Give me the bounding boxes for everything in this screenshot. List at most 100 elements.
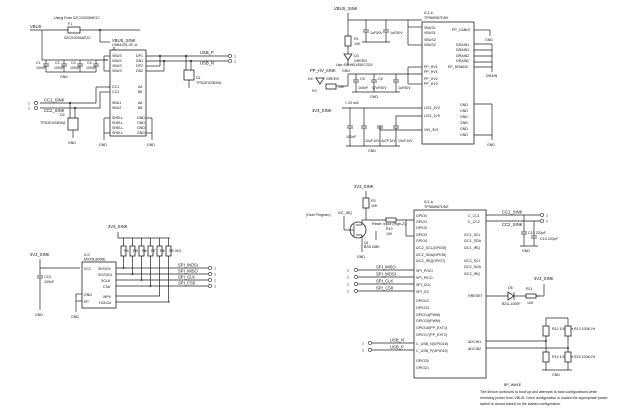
svg-text:GPIO16(PP_EXT1): GPIO16(PP_EXT1) — [416, 326, 447, 330]
svg-text:BSS138K: BSS138K — [364, 245, 380, 249]
svg-text:F1: F1 — [68, 22, 72, 26]
tvs-diode-d2 — [67, 117, 79, 131]
resistor-r10 — [385, 217, 397, 223]
ic1-b-right-pins: PP_CABLE DRAIN1 DRAIN1 DRAIN2 DRAIN2 EP_… — [448, 28, 471, 137]
svg-text:C3: C3 — [71, 61, 76, 65]
svg-text:100nF: 100nF — [358, 86, 369, 90]
fuse-note: Using Fuse 0ZCG0035AF2C — [54, 16, 100, 20]
svg-text:GPIO12: GPIO12 — [416, 299, 429, 303]
svg-text:HRESET: HRESET — [468, 294, 483, 298]
svg-text:ADCIN1: ADCIN1 — [468, 340, 481, 344]
svg-text:VBUS2: VBUS2 — [424, 38, 436, 42]
flash-vcc-top: 3V3_SINK — [108, 224, 128, 229]
svg-text:B8: B8 — [138, 106, 142, 110]
led-d4 — [315, 77, 325, 85]
svg-text:DRAIN1: DRAIN1 — [456, 43, 469, 47]
svg-text:DRAIN: DRAIN — [486, 74, 498, 78]
svg-text:SPI_POCI: SPI_POCI — [416, 269, 433, 273]
svg-text:GND: GND — [368, 149, 376, 153]
diode-d6 — [507, 291, 515, 301]
svg-text:1uF50V: 1uF50V — [370, 31, 383, 35]
svg-text:I2C2_IRQ: I2C2_IRQ — [464, 272, 480, 276]
svg-text:C2: C2 — [55, 61, 60, 65]
svg-text:VIN_3V3: VIN_3V3 — [424, 128, 438, 132]
bp-wake-label: BP_WAKE — [504, 383, 522, 387]
svg-text:C_CC2: C_CC2 — [468, 220, 480, 224]
svg-text:C15: C15 — [44, 275, 51, 279]
svg-text:VBUS: VBUS — [112, 54, 122, 58]
svg-text:SHELL: SHELL — [112, 116, 123, 120]
svg-text:IC1-b: IC1-b — [424, 11, 433, 15]
spi-mosi-net: SPI_MOSI — [178, 263, 198, 268]
svg-text:CC2: CC2 — [112, 90, 119, 94]
svg-text:10K: 10K — [527, 301, 534, 305]
svg-text:GND: GND — [137, 121, 145, 125]
svg-text:VBUS: VBUS — [112, 69, 122, 73]
mcu-usb-p: USB_P — [390, 345, 404, 350]
svg-text:R2: R2 — [312, 89, 317, 93]
svg-text:1: 1 — [234, 60, 236, 64]
vbus-sink-top: VBUS_SINK — [334, 6, 358, 11]
svg-text:HOLD#: HOLD# — [99, 301, 111, 305]
svg-text:PP_CABLE: PP_CABLE — [452, 28, 471, 32]
svg-text:SBU1: SBU1 — [112, 101, 121, 105]
svg-text:GPIO1: GPIO1 — [416, 220, 427, 224]
svg-text:10K: 10K — [354, 42, 361, 46]
svg-text:GND: GND — [460, 103, 468, 107]
svg-text:1: 1 — [347, 269, 349, 273]
svg-text:C13 220pF: C13 220pF — [528, 231, 547, 235]
svg-text:BZU-1000F: BZU-1000F — [502, 302, 521, 306]
svg-text:1uF50V: 1uF50V — [398, 86, 411, 90]
svg-text:I2C1_SDA: I2C1_SDA — [464, 239, 482, 243]
resistor-r3 — [362, 197, 370, 209]
svg-text:10uF10V: 10uF10V — [365, 139, 380, 143]
svg-text:1uF50V: 1uF50V — [390, 31, 403, 35]
svg-text:GND: GND — [147, 143, 155, 147]
led-d3 — [343, 53, 353, 61]
svg-text:TPS65987DDK: TPS65987DDK — [424, 16, 449, 20]
ic1-a-mcu — [413, 209, 487, 379]
svg-text:Q1: Q1 — [364, 241, 369, 245]
svg-text:R12 100K1%: R12 100K1% — [552, 327, 574, 331]
mcu-usb-n: USB_N — [390, 338, 404, 343]
svg-text:10K: 10K — [371, 204, 378, 208]
svg-text:GND: GND — [552, 373, 560, 377]
mcu-spi-clk: SPI_CLK — [376, 279, 393, 284]
svg-text:GND: GND — [84, 293, 92, 297]
svg-text:100nF: 100nF — [86, 66, 97, 70]
svg-text:PP_HV2: PP_HV2 — [424, 82, 438, 86]
svg-text:100nF: 100nF — [36, 66, 47, 70]
pullup-resistors: R4 3K3 R5 3K3 R6 3K3 R7 3K3 R8 3K3 R9 3K… — [120, 238, 181, 302]
usb-p-net: USB_P — [200, 50, 214, 55]
svg-text:GND: GND — [99, 143, 107, 147]
hreset-vcc: 3V3_SINK — [534, 276, 554, 281]
svg-text:DN1: DN1 — [136, 59, 143, 63]
svg-text:C14 220pF: C14 220pF — [540, 237, 559, 241]
spi-clk-net: SPI_CLK — [178, 275, 195, 280]
svg-text:GND: GND — [460, 133, 468, 137]
svg-text:1: 1 — [546, 214, 548, 218]
mcu-cc2: CC2_SINK — [502, 222, 523, 227]
svg-text:GND: GND — [460, 115, 468, 119]
host-program-note: (Host Program) — [306, 213, 331, 217]
svg-text:D2: D2 — [60, 113, 65, 117]
svg-text:SPI_CS: SPI_CS — [416, 290, 429, 294]
usb-connector — [109, 49, 147, 137]
svg-text:1: 1 — [28, 102, 30, 106]
svg-text:GND: GND — [137, 126, 145, 130]
svg-text:GND: GND — [460, 127, 468, 131]
svg-text:I2C2_SDA: I2C2_SDA — [464, 265, 482, 269]
svg-text:1: 1 — [362, 349, 364, 353]
svg-text:GND: GND — [60, 75, 68, 79]
svg-text:DRAIN1: DRAIN1 — [456, 48, 469, 52]
svg-text:SHELL: SHELL — [112, 131, 123, 135]
svg-text:1: 1 — [546, 220, 548, 224]
svg-text:GPIO17(PP_EXT2): GPIO17(PP_EXT2) — [416, 333, 447, 337]
svg-text:GREEN: GREEN — [326, 77, 339, 81]
svg-text:DP1: DP1 — [136, 54, 143, 58]
svg-text:1: 1 — [214, 267, 216, 271]
svg-text:C4: C4 — [87, 61, 92, 65]
